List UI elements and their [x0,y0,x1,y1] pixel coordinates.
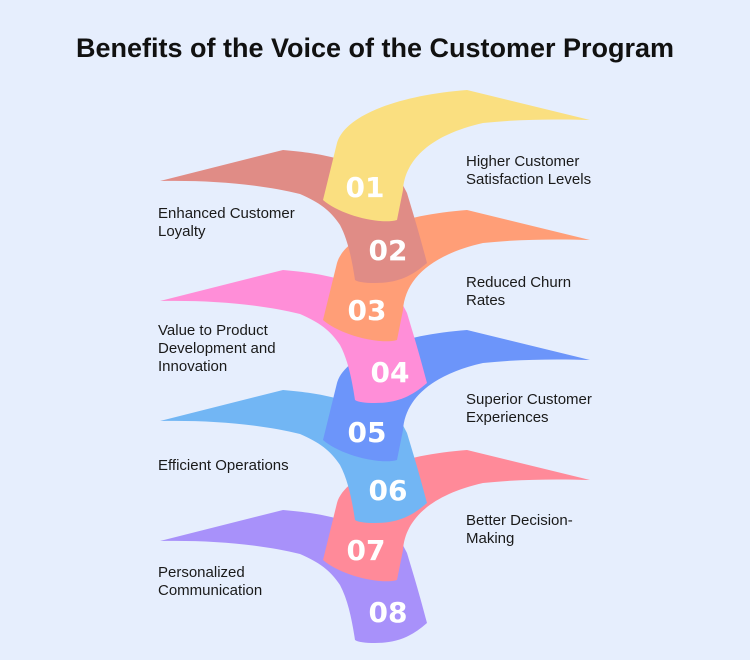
svg-text:06: 06 [369,474,408,507]
segment-07: 07 [323,450,590,582]
svg-text:04: 04 [371,356,410,389]
segment-01: 01 [323,90,590,222]
label-02: Enhanced Customer Loyalty [158,205,295,240]
segment-06: 06 [160,390,427,523]
label-04: Value to Product Development and Innovat… [158,322,276,375]
label-01: Higher Customer Satisfaction Levels [466,153,592,188]
svg-text:01: 01 [346,171,385,204]
segment-05: 05 [323,330,590,462]
label-08: Personalized Communication [158,564,263,599]
label-05: Superior Customer Experiences [466,391,592,426]
segment-02: 02 [160,150,427,283]
label-03: Reduced Churn Rates [466,274,572,309]
svg-text:07: 07 [347,534,386,567]
label-06: Efficient Operations [158,457,289,474]
svg-text:08: 08 [369,596,408,629]
svg-text:03: 03 [348,294,387,327]
page-title: Benefits of the Voice of the Customer Pr… [75,33,675,63]
svg-text:05: 05 [348,416,387,449]
segment-04: 04 [160,270,427,403]
segment-03: 03 [323,210,590,342]
svg-text:02: 02 [369,234,408,267]
segment-08: 08 [160,510,427,643]
label-07: Better Decision-Making [466,512,573,547]
